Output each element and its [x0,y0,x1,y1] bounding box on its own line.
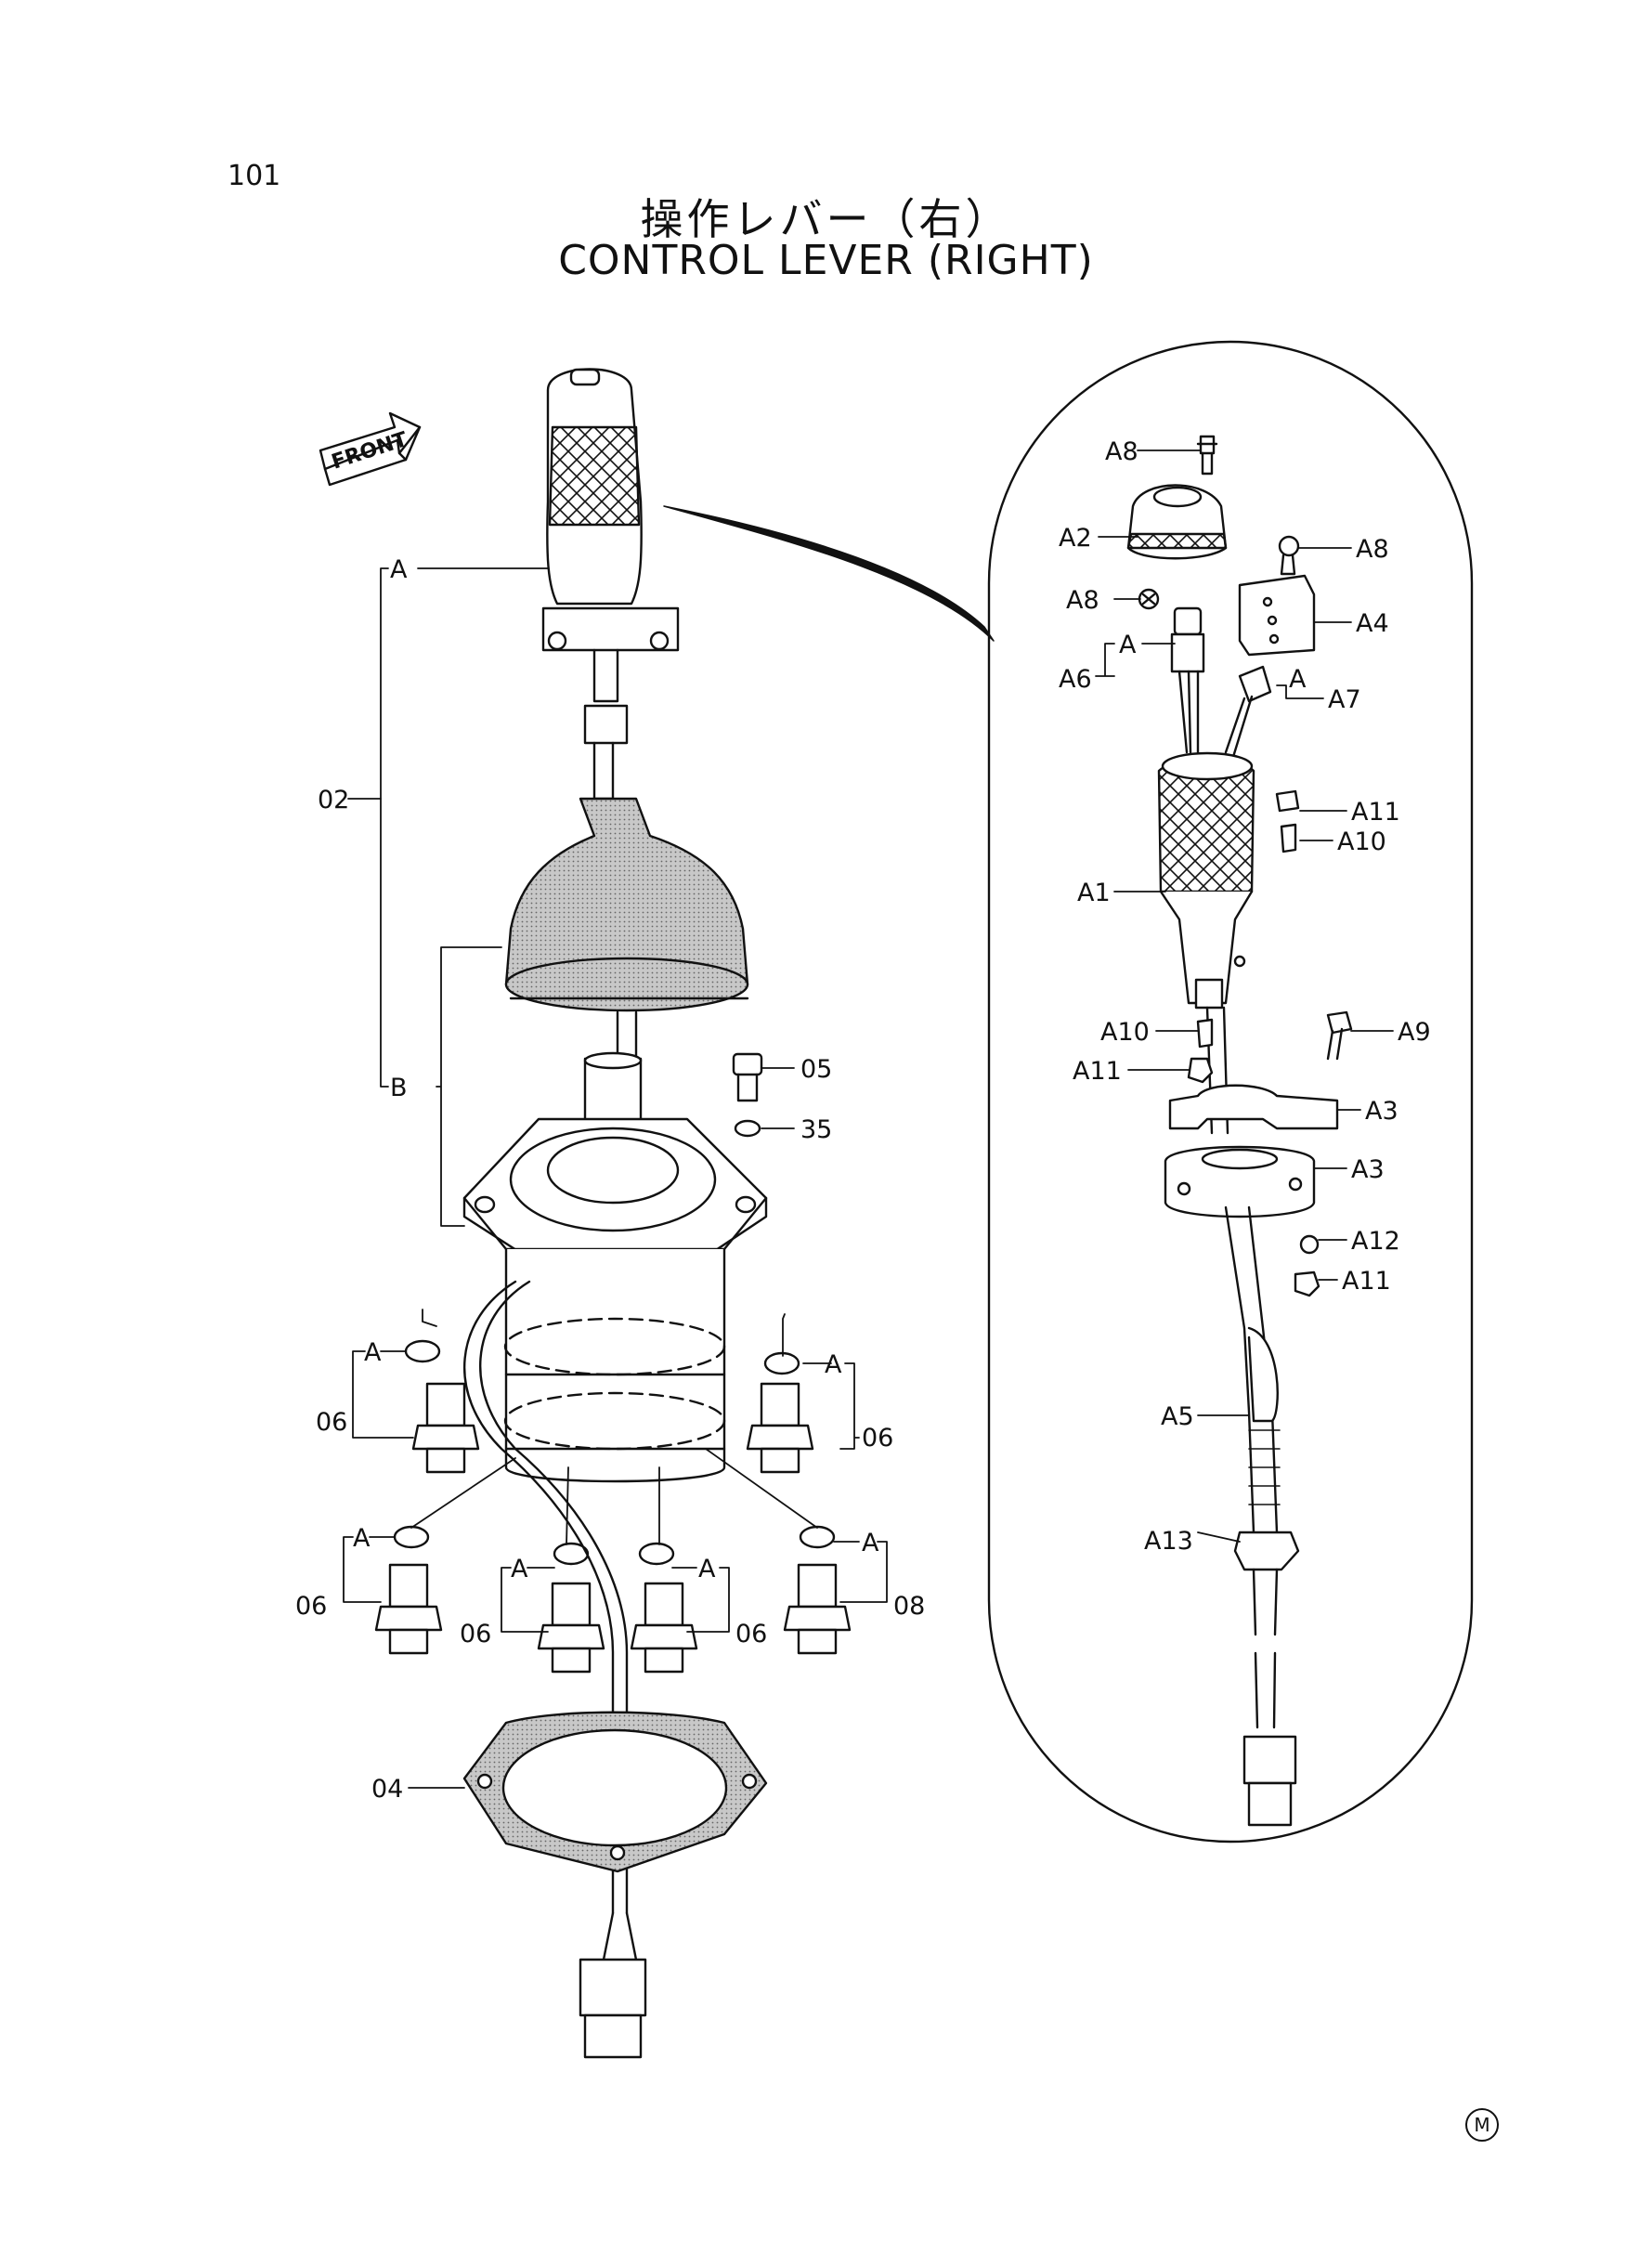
main-leader-lines [343,567,888,1789]
label-A8-3: A8 [1356,535,1389,564]
label-06-d: 06 [460,1620,491,1648]
rubber-boot [504,797,749,1012]
label-A-o6: A [862,1529,879,1557]
label-A1: A1 [1077,879,1111,907]
label-A12: A12 [1351,1227,1400,1256]
title-japanese: 操作レバー（右） [640,194,1012,244]
valve-body [462,1117,768,1483]
lever-grip [541,368,680,801]
front-arrow-icon: FRONT [319,411,422,487]
label-A5: A5 [1161,1402,1194,1431]
grip-body-A1 [1157,751,1255,1135]
bolt-05 [732,1052,763,1102]
label-A: A [1119,631,1137,659]
label-A13: A13 [1144,1527,1193,1556]
label-A-o4: A [511,1555,528,1583]
plate-A4 [1238,574,1316,657]
label-A7-a: A [1289,665,1307,694]
label-08: 08 [893,1592,925,1621]
washer-35 [734,1119,761,1138]
detail-leader-lines [1095,449,1394,1543]
label-A10-2: A10 [1100,1018,1150,1047]
label-A3-2: A3 [1351,1155,1385,1184]
end-cap-A2 [1126,484,1228,560]
switch-A6 [1170,606,1205,754]
main-callout-labels: A B 02 05 35 A A A A A A 06 06 06 06 06 … [295,555,925,1804]
label-A11-3: A11 [1342,1267,1391,1296]
label-A-o5: A [698,1555,716,1583]
small-parts-A9-A12 [1187,789,1353,1297]
label-A2: A2 [1059,524,1092,553]
title-english: CONTROL LEVER (RIGHT) [558,237,1094,284]
label-06-e: 06 [735,1620,767,1648]
clamp-A3 [1164,1084,1339,1218]
label-02: 02 [318,786,349,814]
detail-screws [1138,435,1300,610]
label-A11-1: A11 [1351,798,1400,827]
label-A6: A6 [1059,665,1092,694]
label-A7: A7 [1328,685,1361,714]
label-A11-2: A11 [1073,1057,1122,1086]
cable-A5 [1224,1205,1300,1827]
label-06-c: 06 [295,1592,327,1621]
label-04: 04 [371,1775,403,1804]
gasket [462,1711,768,1873]
label-A-o3: A [353,1524,371,1553]
label-B: B [390,1074,408,1102]
detail-callout-curve [663,505,995,642]
page-number: 101 [228,160,281,192]
label-06-b: 06 [862,1424,893,1453]
label-A3-1: A3 [1365,1097,1398,1126]
label-05: 05 [800,1055,832,1084]
detail-callout-labels: A8 A2 A8 A8 A4 A A6 A A7 A11 A10 A1 A10 … [1059,437,1431,1556]
maker-mark: M [1465,2108,1499,2142]
label-A4: A4 [1356,609,1389,638]
label-A-o1: A [364,1338,382,1367]
label-A-o2: A [825,1350,842,1379]
label-A8-1: A8 [1105,437,1138,466]
switch-A7 [1224,665,1272,759]
label-06-a: 06 [316,1408,347,1437]
label-A8-2: A8 [1066,586,1099,615]
label-A10-1: A10 [1337,827,1386,856]
label-A9: A9 [1398,1018,1431,1047]
fittings [374,1382,852,1674]
pilot-cable [462,1280,647,2059]
label-A-top: A [390,555,408,584]
detail-callout-frame [987,340,1474,1844]
label-35: 35 [800,1115,832,1144]
